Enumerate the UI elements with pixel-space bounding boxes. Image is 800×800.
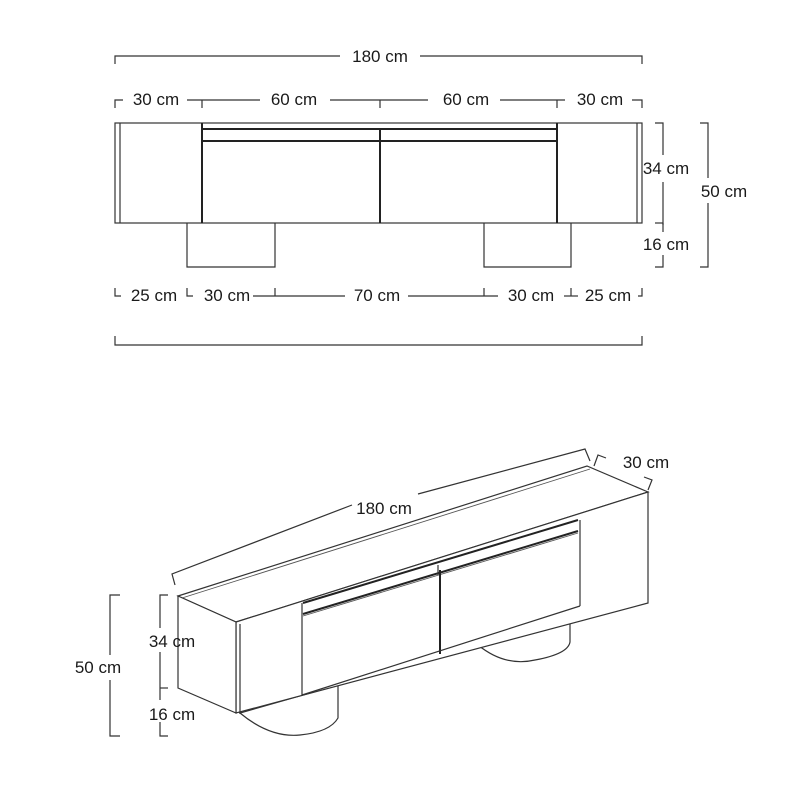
label-iso-height-cabinet: 34 cm xyxy=(149,632,195,651)
label-height-cabinet: 34 cm xyxy=(643,159,689,178)
front-cabinet-body xyxy=(114,122,643,224)
dim-overall-width: 180 cm xyxy=(114,47,643,66)
dim-iso-length: 180 cm xyxy=(171,448,591,586)
dim-iso-depth: 30 cm xyxy=(593,453,669,491)
label-iso-depth: 30 cm xyxy=(623,453,669,472)
front-legs xyxy=(186,223,572,268)
label-overall-width: 180 cm xyxy=(352,47,408,66)
iso-left-side xyxy=(177,595,237,714)
label-bottom-25-right: 25 cm xyxy=(585,286,631,305)
label-iso-length: 180 cm xyxy=(356,499,412,518)
label-bottom-30-left: 30 cm xyxy=(204,286,250,305)
label-iso-height-legs: 16 cm xyxy=(149,705,195,724)
iso-view: 180 cm 30 cm xyxy=(75,448,669,737)
label-height-legs: 16 cm xyxy=(643,235,689,254)
label-seg-right-30: 30 cm xyxy=(577,90,623,109)
label-seg-60-a: 60 cm xyxy=(271,90,317,109)
dim-top-segments: 30 cm 60 cm 60 cm 30 cm xyxy=(114,90,643,109)
label-seg-60-b: 60 cm xyxy=(443,90,489,109)
dim-bottom-segments: 25 cm 30 cm 70 cm 30 cm 25 cm xyxy=(114,286,643,305)
dim-iso-heights: 50 cm 34 cm 16 cm xyxy=(75,594,195,737)
label-bottom-25-left: 25 cm xyxy=(131,286,177,305)
label-height-total: 50 cm xyxy=(701,182,747,201)
dim-heights-right: 34 cm 16 cm 50 cm xyxy=(643,122,747,268)
front-view: 180 cm 30 cm 60 cm 60 cm 30 cm xyxy=(114,47,747,346)
label-seg-left-30: 30 cm xyxy=(133,90,179,109)
dim-overall-bottom xyxy=(114,336,643,346)
label-bottom-70: 70 cm xyxy=(354,286,400,305)
label-bottom-30-right: 30 cm xyxy=(508,286,554,305)
label-iso-height-total: 50 cm xyxy=(75,658,121,677)
